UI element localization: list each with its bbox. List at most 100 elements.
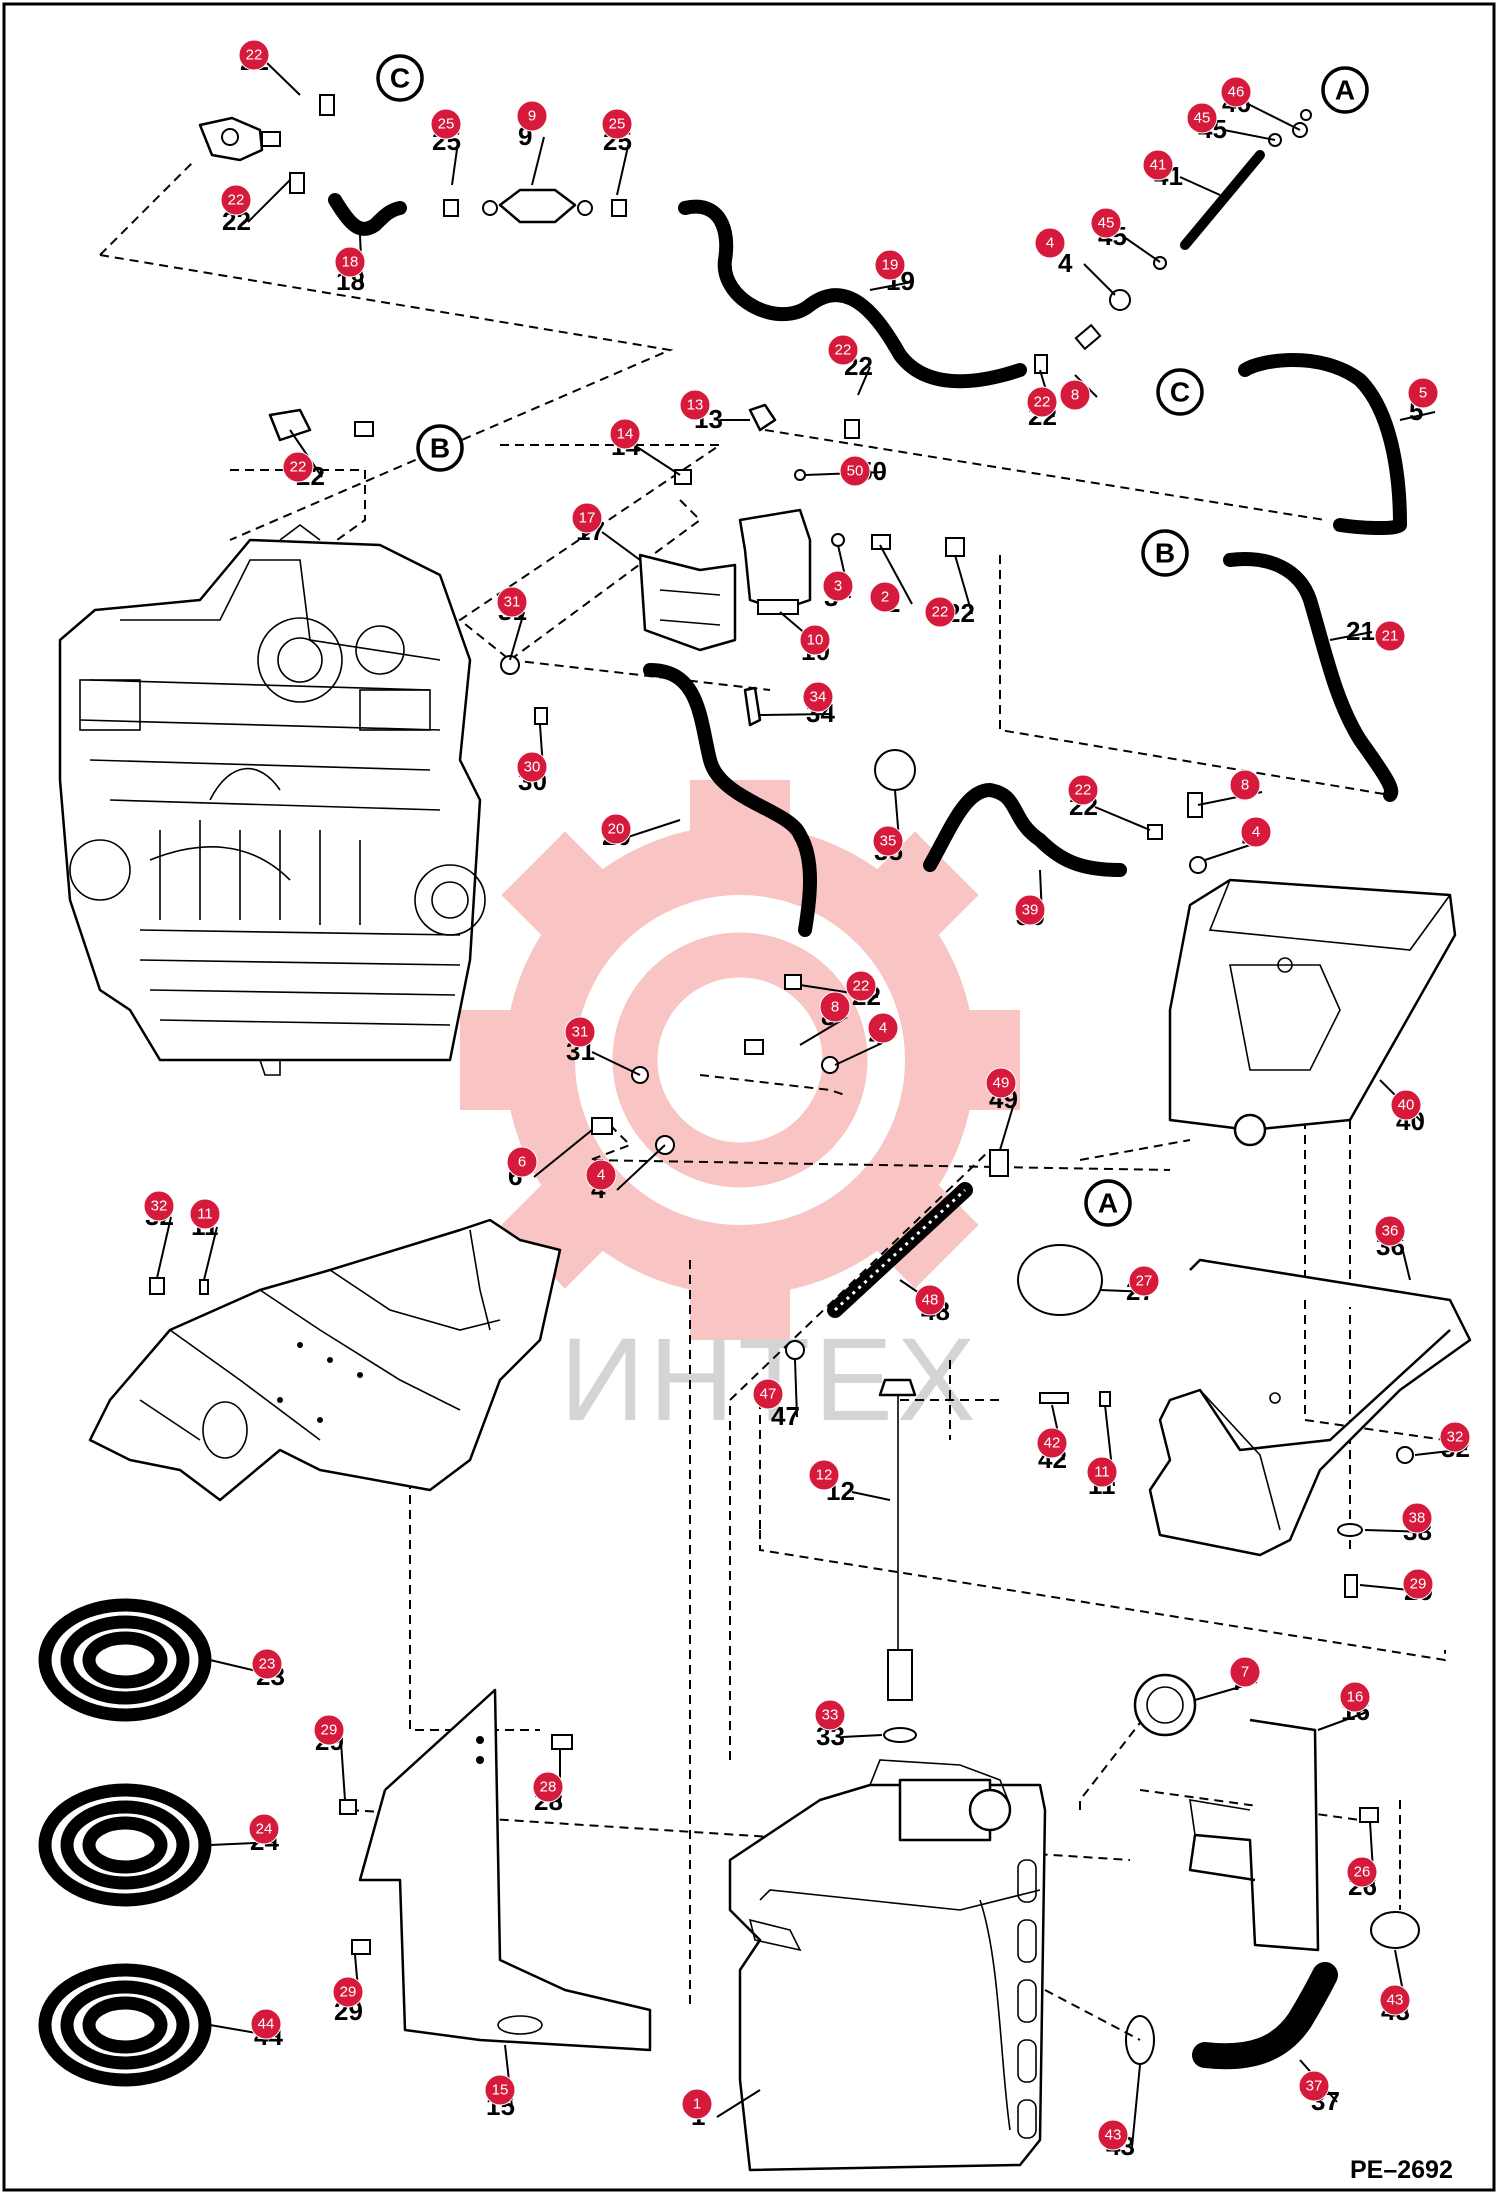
part-number-badge[interactable]: 46 [1220,76,1252,108]
part-number-badge[interactable]: 22 [827,334,859,366]
part-number-badge[interactable]: 32 [143,1190,175,1222]
part-number-badge[interactable]: 42 [1036,1427,1068,1459]
svg-text:26: 26 [1354,1864,1371,1881]
part-number-badge[interactable]: 50 [839,455,871,487]
part-number-badge[interactable]: 41 [1142,149,1174,181]
part-number-badge[interactable]: 49 [985,1067,1017,1099]
part-number-badge[interactable]: 4 [585,1159,617,1191]
part-number-badge[interactable]: 17 [571,502,603,534]
part-number-badge[interactable]: 37 [1298,2070,1330,2102]
part-number-badge[interactable]: 16 [1339,1681,1371,1713]
svg-text:2: 2 [881,589,889,606]
callout-8-fitting: 88 [799,991,851,1046]
part-number-badge[interactable]: 34 [802,681,834,713]
part-number-badge[interactable]: 7 [1229,1656,1261,1688]
part-number-badge[interactable]: 32 [1439,1421,1471,1453]
part-number-badge[interactable]: 9 [516,100,548,132]
part-number-badge[interactable]: 22 [1067,774,1099,806]
part-number-badge[interactable]: 47 [752,1378,784,1410]
part-number-badge[interactable]: 8 [819,991,851,1023]
part-number-badge[interactable]: 6 [506,1146,538,1178]
part-number-badge[interactable]: 38 [1401,1502,1433,1534]
callout-10-fuel-filter: 1010 [779,611,831,666]
part-number-badge[interactable]: 11 [189,1198,221,1230]
part-number-badge[interactable]: 12 [808,1459,840,1491]
part-number-badge[interactable]: 43 [1097,2119,1129,2151]
part-number-badge[interactable]: 4 [867,1012,899,1044]
svg-text:13: 13 [687,397,704,414]
part-number-badge[interactable]: 40 [1390,1089,1422,1121]
svg-text:29: 29 [321,1722,338,1739]
part-number-badge[interactable]: 27 [1128,1265,1160,1297]
part-number-badge[interactable]: 8 [1229,769,1261,801]
part-number-badge[interactable]: 13 [679,389,711,421]
callout-48-hose: 4848 [899,1279,950,1326]
fuel-tank-1 [728,1759,1047,2172]
part-number-badge[interactable]: 22 [238,39,270,71]
part-number-badge[interactable]: 15 [484,2074,516,2106]
svg-text:11: 11 [197,1206,213,1223]
svg-text:37: 37 [1306,2078,1323,2095]
part-number-badge[interactable]: 22 [924,596,956,628]
part-number-badge[interactable]: 10 [799,624,831,656]
svg-text:21: 21 [1382,628,1399,645]
part-number-badge[interactable]: 45 [1186,102,1218,134]
part-number-badge[interactable]: 25 [430,108,462,140]
small-parts [149,94,1420,2065]
part-number-badge[interactable]: 21 [1374,620,1406,652]
leader-line [601,531,641,561]
part-number-badge[interactable]: 33 [814,1699,846,1731]
part-number-badge[interactable]: 24 [248,1813,280,1845]
part-number-badge[interactable]: 29 [332,1976,364,2008]
part-number-badge[interactable]: 28 [532,1771,564,1803]
callout-26-bolt: 2626 [1346,1821,1378,1901]
part-number-badge[interactable]: 31 [564,1016,596,1048]
part-number-badge[interactable]: 29 [313,1714,345,1746]
part-number-badge[interactable]: 31 [496,586,528,618]
part-number-badge[interactable]: 22 [1026,386,1058,418]
part-number-badge[interactable]: 3 [822,570,854,602]
part-number-badge[interactable]: 39 [1014,894,1046,926]
leader-line [857,366,871,396]
part-number-badge[interactable]: 18 [334,246,366,278]
callout-8-fitting: 88 [1059,374,1098,411]
part-number-badge[interactable]: 22 [282,451,314,483]
part-number-badge[interactable]: 43 [1379,1984,1411,2016]
part-number-badge[interactable]: 23 [251,1648,283,1680]
part-number-badge[interactable]: 11 [1086,1456,1118,1488]
part-number-badge[interactable]: 26 [1346,1856,1378,1888]
part-number-badge[interactable]: 8 [1059,379,1091,411]
part-number-badge[interactable]: 29 [1402,1568,1434,1600]
part-number-badge[interactable]: 19 [874,249,906,281]
svg-text:4: 4 [1046,235,1054,252]
part-number-badge[interactable]: 22 [845,970,877,1002]
svg-text:41: 41 [1150,157,1167,174]
part-number-badge[interactable]: 35 [872,825,904,857]
svg-text:43: 43 [1387,1992,1404,2009]
part-number-badge[interactable]: 4 [1240,816,1272,848]
part-number-badge[interactable]: 2 [869,581,901,613]
part-number-badge[interactable]: 30 [516,751,548,783]
part-number-badge[interactable]: 44 [250,2008,282,2040]
part-number-badge[interactable]: 45 [1090,207,1122,239]
part-number-badge[interactable]: 25 [601,108,633,140]
part-number-badge[interactable]: 1 [681,2088,713,2120]
svg-text:C: C [1170,377,1190,408]
part-number-badge[interactable]: 5 [1407,377,1439,409]
svg-text:1: 1 [693,2096,701,2113]
part-number-badge[interactable]: 14 [609,418,641,450]
part-number-badge[interactable]: 4 [1034,227,1066,259]
leader-line [1223,129,1276,141]
part-number-badge[interactable]: 20 [600,813,632,845]
part-number-badge[interactable]: 36 [1374,1215,1406,1247]
callout-36-shield: 3636 [1374,1215,1411,1281]
leader-line [509,611,525,661]
part-number-badge[interactable]: 22 [220,184,252,216]
part-number-badge[interactable]: 48 [914,1284,946,1316]
leader-line [616,141,630,196]
